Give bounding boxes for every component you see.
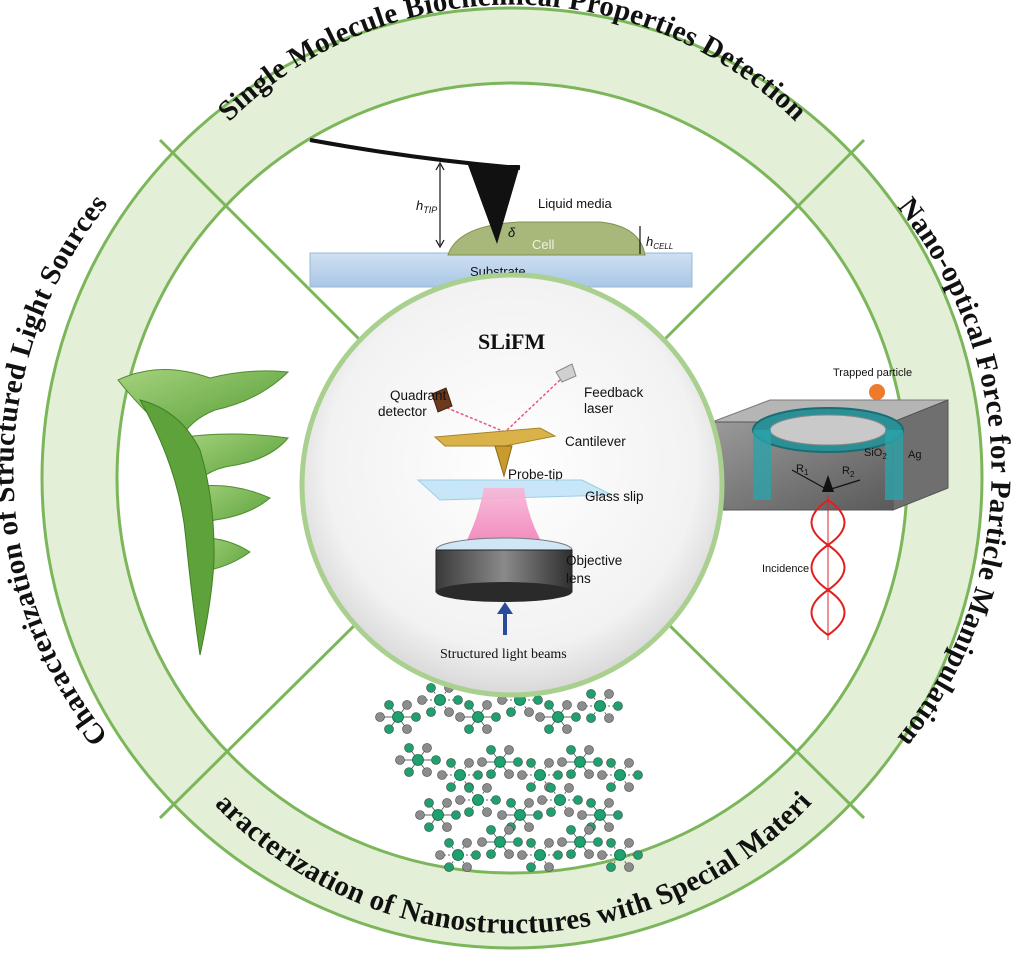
cantilever-shape <box>433 427 557 447</box>
lattice-cluster <box>477 825 523 859</box>
lattice-cluster <box>375 700 421 734</box>
quadrant-dividers <box>158 138 866 820</box>
incidence-label: Incidence <box>762 563 809 575</box>
lattice-cluster <box>557 745 603 779</box>
incidence-helix-1 <box>810 499 846 636</box>
left-panel-spiral-beam <box>117 369 290 656</box>
light-beam <box>463 488 545 548</box>
lattice-cluster <box>517 838 563 872</box>
spiral-core <box>138 399 215 656</box>
beam-arrow-icon <box>497 602 513 614</box>
lattice-cluster <box>435 838 481 872</box>
lattice-cluster <box>455 783 501 817</box>
cantilever-label: Cantilever <box>565 434 626 449</box>
lattice-cluster <box>497 798 543 832</box>
lattice-cluster <box>415 798 461 832</box>
lattice-cluster <box>455 700 501 734</box>
objective-lens-label: Objective <box>566 553 622 568</box>
r1-label: R1 <box>796 463 809 477</box>
lattice-cluster <box>477 745 523 779</box>
lattice-cluster <box>577 689 623 723</box>
feedback-laser-icon <box>555 363 577 383</box>
center-title: SLiFM <box>478 329 545 354</box>
r2-label: R2 <box>842 465 855 479</box>
right-panel-ring-trap: Trapped particle SiO2 Ag R1 R2 Incidence <box>711 367 949 640</box>
liquid-media-label: Liquid media <box>538 196 612 211</box>
quadrant-detector-icon <box>431 387 453 413</box>
cell-label: Cell <box>532 237 555 252</box>
lattice-cluster <box>597 758 643 792</box>
lattice-cluster <box>557 825 603 859</box>
h-tip-label: hTIP <box>416 198 437 215</box>
h-cell-label: hCELL <box>646 234 673 251</box>
beams-label: Structured light beams <box>440 647 567 662</box>
afm-tip <box>468 165 520 244</box>
lattice-cluster <box>597 838 643 872</box>
ring-cavity-inner <box>769 414 887 446</box>
quadrant-detector-label-2: detector <box>378 404 427 419</box>
lattice-cluster <box>395 743 441 777</box>
lattice-cluster <box>537 783 583 817</box>
center-slifm: SLiFM Quadrant detector Feedback laser C… <box>299 272 725 698</box>
probe-tip-shape <box>494 445 513 478</box>
probe-tip-label: Probe-tip <box>508 467 563 482</box>
delta-label: δ <box>508 225 516 240</box>
sio2-label: SiO2 <box>864 447 887 461</box>
glass-slip-label: Glass slip <box>585 489 644 504</box>
top-panel-afm-cell: Substrate Cell hTIP δ Liquid media hCELL <box>309 138 693 288</box>
quadrant-detector-label: Quadrant <box>390 388 447 403</box>
ag-label: Ag <box>908 449 921 461</box>
incidence-helix-2 <box>810 499 846 636</box>
trapped-particle <box>869 384 885 400</box>
lattice-cluster <box>535 700 581 734</box>
feedback-laser-label: Feedback <box>584 385 644 400</box>
feedback-laser-label-2: laser <box>584 401 614 416</box>
trapped-particle-label: Trapped particle <box>833 367 912 379</box>
objective-lens-label-2: lens <box>566 571 591 586</box>
